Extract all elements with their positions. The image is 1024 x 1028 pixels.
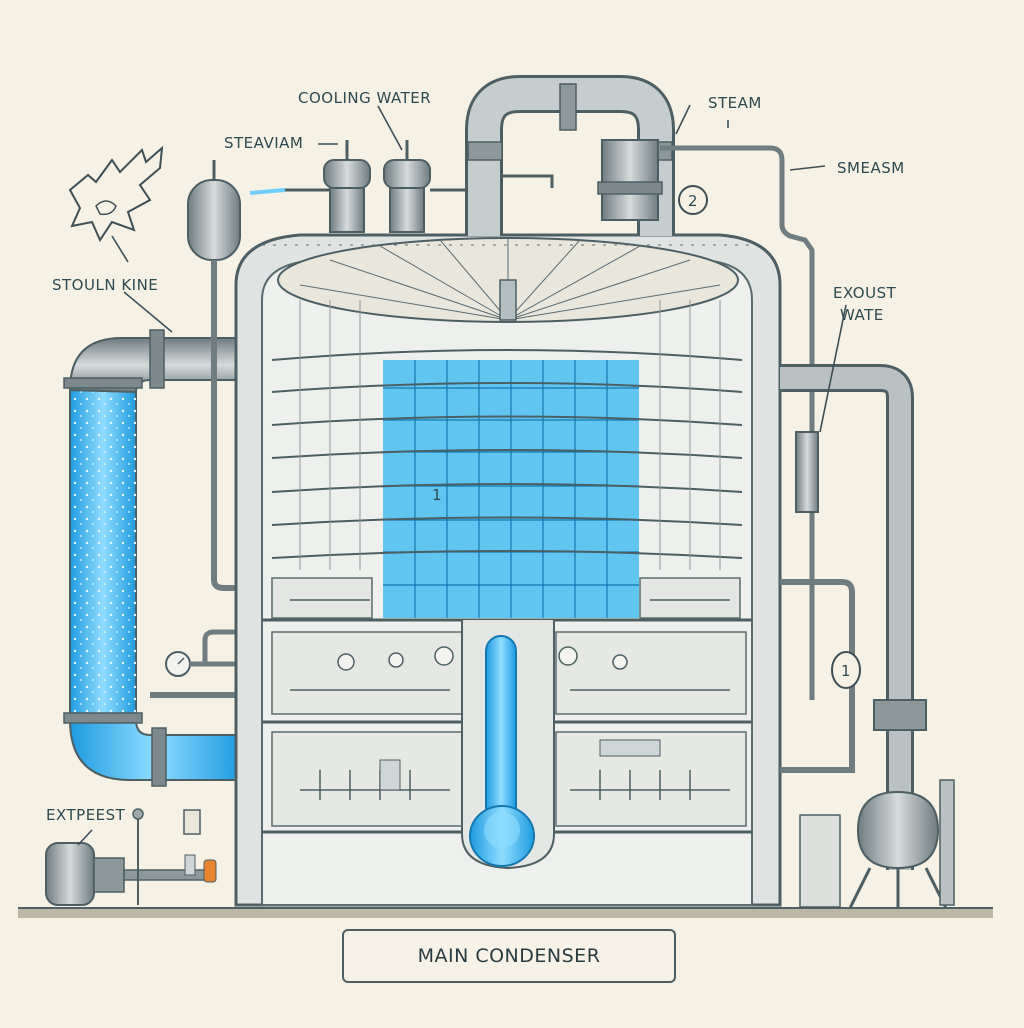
label-cooling-water: COOLING WATER xyxy=(298,89,431,107)
label-smeasm: SMEASM xyxy=(837,159,905,177)
bottom-left-pump xyxy=(45,808,217,906)
ground xyxy=(18,907,993,918)
gear-icon xyxy=(68,145,164,243)
leader-lines xyxy=(77,104,847,846)
label-exoust: EXOUST xyxy=(833,284,897,302)
label-steaviam: STEAVIAM xyxy=(224,134,303,152)
right-piping xyxy=(660,145,955,909)
top-exhaust-pipe xyxy=(465,75,675,236)
label-steam: STEAM xyxy=(708,94,762,112)
label-wate: WATE xyxy=(840,306,884,324)
left-pressure-tank xyxy=(187,160,241,591)
marker-2-label: 2 xyxy=(688,192,698,210)
label-stouln-kine: STOULN KINE xyxy=(52,276,158,294)
tube-marker-label: 1 xyxy=(432,486,442,504)
top-valves xyxy=(249,140,554,233)
pressure-gauge-icon xyxy=(150,629,240,698)
left-water-column xyxy=(63,329,241,787)
title-box: MAIN CONDENSER xyxy=(342,929,676,983)
tube-bundle xyxy=(271,300,743,618)
marker-circle: 2 xyxy=(678,185,708,215)
thermometer-icon xyxy=(461,620,555,870)
diagram-title: MAIN CONDENSER xyxy=(417,945,601,967)
marker-1-label: 1 xyxy=(841,662,851,680)
marker-circle: 1 xyxy=(831,651,861,689)
lower-chambers xyxy=(262,577,752,834)
label-expeest: EXTPEEST xyxy=(46,806,126,824)
